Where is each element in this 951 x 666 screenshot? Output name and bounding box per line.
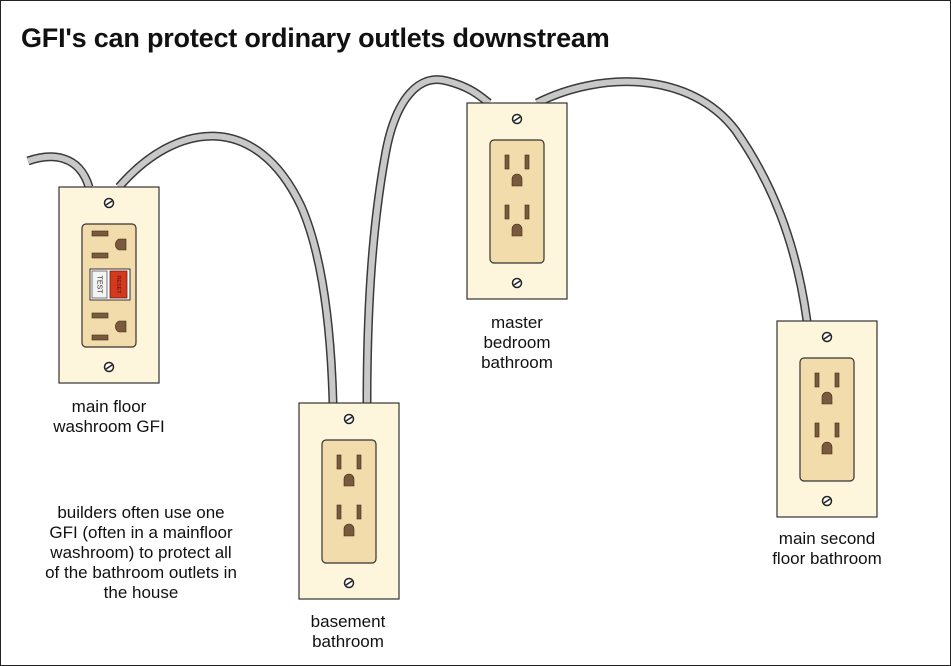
cable-master-to-second: [534, 77, 812, 322]
receptacle-face: [321, 439, 377, 564]
hot-slot: [336, 504, 342, 520]
hot-slot: [814, 422, 820, 438]
outlets: TEST RESET: [58, 102, 878, 600]
neutral-slot: [356, 454, 362, 470]
lower-receptacle: [336, 504, 362, 537]
cables: [26, 75, 812, 404]
bottom-screw-icon: [103, 361, 115, 373]
test-button-label: TEST: [96, 276, 103, 295]
screw-slot: [345, 580, 353, 586]
cable-outline: [534, 77, 812, 322]
neutral-slot: [356, 504, 362, 520]
screw-slot: [823, 334, 831, 340]
cable-core: [27, 153, 92, 188]
second-floor-outlet: [776, 320, 878, 518]
top-screw-icon: [343, 413, 355, 425]
master-outlet: [466, 102, 568, 300]
slot: [91, 334, 109, 341]
neutral-slot: [524, 154, 530, 170]
slot: [91, 312, 109, 319]
label-gfi-outlet: main floor washroom GFI: [29, 397, 189, 437]
label-line: basement: [310, 612, 386, 631]
label-line: main second: [778, 529, 876, 548]
cable-basement-to-master: [362, 75, 492, 404]
test-button: [91, 270, 108, 299]
note-line: washroom) to protect all: [50, 543, 232, 562]
bottom-screw-icon: [343, 577, 355, 589]
lower-receptacle: [504, 204, 530, 237]
slot: [91, 230, 109, 237]
label-line: bathroom: [312, 632, 384, 651]
screw-slot: [105, 364, 113, 370]
note-line: GFI (often in a mainfloor: [49, 523, 233, 542]
label-line: floor bathroom: [772, 549, 882, 568]
bottom-screw-icon: [821, 495, 833, 507]
screw-slot: [345, 416, 353, 422]
ground-hole: [115, 320, 127, 333]
ground-hole: [511, 223, 523, 237]
upper-receptacle: [814, 372, 840, 405]
upper-receptacle: [504, 154, 530, 187]
hot-slot: [336, 454, 342, 470]
cable-incoming: [26, 152, 94, 189]
upper-receptacle: [91, 230, 127, 259]
label-line: master: [491, 313, 543, 332]
note-line: of the bathroom outlets in: [45, 563, 237, 582]
slot: [91, 252, 109, 259]
label-basement-outlet: basement bathroom: [268, 612, 428, 652]
hot-slot: [504, 154, 510, 170]
receptacle-face: [489, 139, 545, 264]
ground-hole: [821, 391, 833, 405]
hot-slot: [814, 372, 820, 388]
top-screw-icon: [511, 113, 523, 125]
ground-hole: [821, 441, 833, 455]
basement-outlet: [298, 402, 400, 600]
screw-slot: [513, 116, 521, 122]
cable-gfi-to-basement: [115, 131, 338, 404]
neutral-slot: [834, 422, 840, 438]
reset-button: [109, 270, 128, 299]
label-master-outlet: master bedroom bathroom: [437, 313, 597, 373]
diagram-title: GFI's can protect ordinary outlets downs…: [21, 23, 610, 53]
screw-slot: [513, 280, 521, 286]
cable-core: [535, 78, 810, 322]
upper-receptacle: [336, 454, 362, 487]
ground-hole: [511, 173, 523, 187]
top-screw-icon: [821, 331, 833, 343]
label-second-floor-outlet: main second floor bathroom: [742, 529, 912, 569]
label-line: main floor: [71, 397, 147, 416]
cable-core: [116, 133, 336, 404]
cable-core: [364, 76, 491, 404]
screw-slot: [823, 498, 831, 504]
top-screw-icon: [103, 197, 115, 209]
hot-slot: [504, 204, 510, 220]
gfi-outlet: TEST RESET: [58, 186, 160, 384]
note-line: builders often use one: [57, 503, 225, 522]
note-line: the house: [103, 583, 179, 602]
reset-button-label: RESET: [115, 275, 121, 294]
ground-hole: [343, 523, 355, 537]
ground-hole: [115, 238, 127, 251]
explanatory-note: builders often use one GFI (often in a m…: [11, 503, 271, 603]
screw-slot: [105, 200, 113, 206]
lower-receptacle: [91, 312, 127, 341]
label-line: bathroom: [481, 353, 553, 372]
receptacle-face: [799, 357, 855, 482]
label-line: washroom GFI: [53, 417, 165, 436]
ground-hole: [343, 473, 355, 487]
neutral-slot: [834, 372, 840, 388]
bottom-screw-icon: [511, 277, 523, 289]
neutral-slot: [524, 204, 530, 220]
lower-receptacle: [814, 422, 840, 455]
label-line: bedroom: [483, 333, 551, 352]
